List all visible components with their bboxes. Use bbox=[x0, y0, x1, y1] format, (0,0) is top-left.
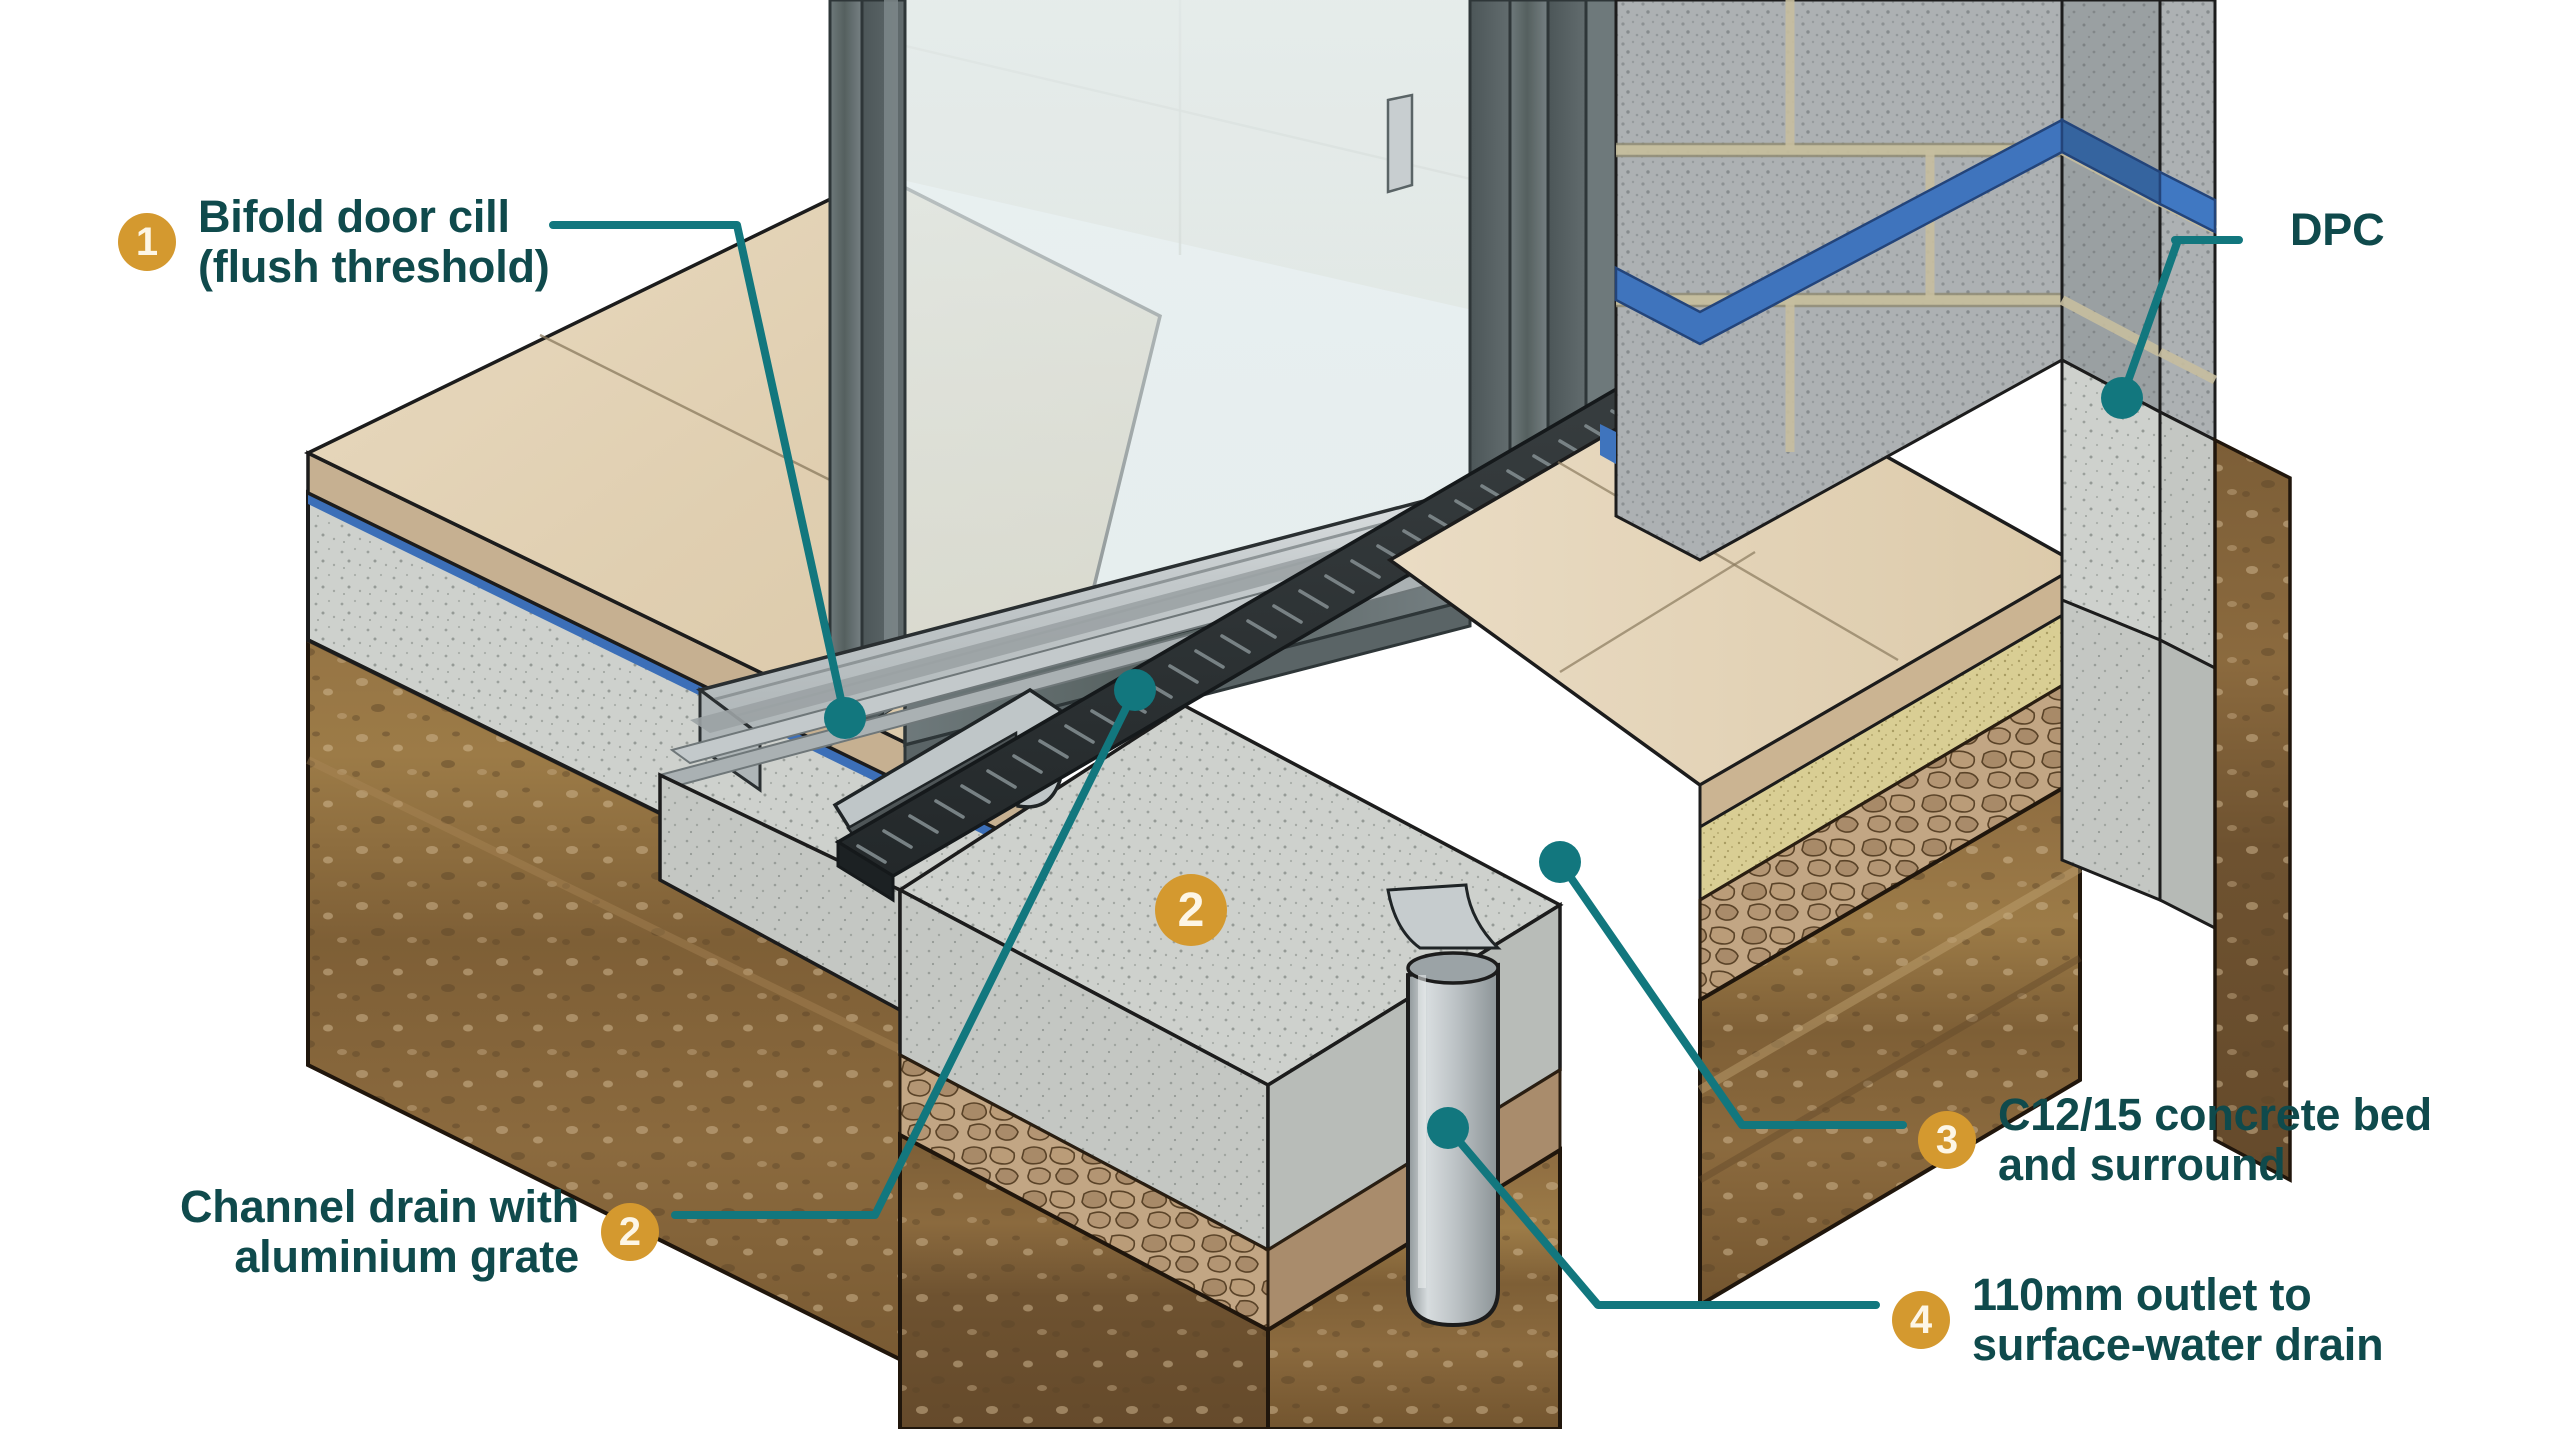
callout-2[interactable]: Channel drain with aluminium grate 2 bbox=[180, 1181, 659, 1283]
channel-drain-grate bbox=[834, 317, 1794, 903]
callout-text-2: Channel drain with aluminium grate bbox=[180, 1181, 579, 1283]
leader-dot-1 bbox=[824, 697, 866, 739]
dpc-line bbox=[1600, 117, 2217, 464]
leader-line-dpc bbox=[2118, 236, 2243, 402]
callout-badge-2: 2 bbox=[600, 1203, 659, 1262]
subsoil-right bbox=[1697, 774, 2083, 1309]
leader-line-2 bbox=[671, 686, 1139, 1219]
callout-text-3: C12/15 concrete bed and surround bbox=[1998, 1089, 2432, 1191]
wall-foundation bbox=[2060, 357, 2217, 931]
leader-line-4 bbox=[1444, 1124, 1880, 1309]
leader-dot-dpc bbox=[2101, 377, 2143, 419]
callout-text-dpc: DPC bbox=[2290, 204, 2385, 255]
callout-text-1: Bifold door cill (flush threshold) bbox=[198, 191, 550, 293]
blockwork-wall bbox=[1614, 0, 2064, 562]
callout-badge-1: 1 bbox=[118, 213, 176, 272]
callout-badge-4: 4 bbox=[1892, 1291, 1950, 1350]
inline-badge-2: 2 bbox=[1155, 874, 1227, 946]
callout-1[interactable]: 1 Bifold door cill (flush threshold) bbox=[118, 191, 550, 293]
leader-dot-3 bbox=[1539, 841, 1581, 883]
door-handle bbox=[1386, 93, 1414, 194]
leader-line-3 bbox=[1556, 858, 1907, 1129]
callout-dpc[interactable]: DPC bbox=[2290, 204, 2385, 255]
leader-line-1 bbox=[549, 221, 849, 722]
paving-edge-left bbox=[308, 453, 1040, 850]
leader-dot-2 bbox=[1114, 669, 1156, 711]
callout-text-4: 110mm outlet to surface-water drain bbox=[1972, 1269, 2384, 1371]
callout-badge-3: 3 bbox=[1918, 1111, 1976, 1170]
leader-dot-4 bbox=[1427, 1107, 1469, 1149]
subsoil-far-right bbox=[2213, 437, 2292, 1183]
callout-4[interactable]: 4 110mm outlet to surface-water drain bbox=[1892, 1269, 2384, 1371]
outlet-collar bbox=[1386, 883, 1502, 950]
callout-3[interactable]: 3 C12/15 concrete bed and surround bbox=[1918, 1089, 2432, 1191]
